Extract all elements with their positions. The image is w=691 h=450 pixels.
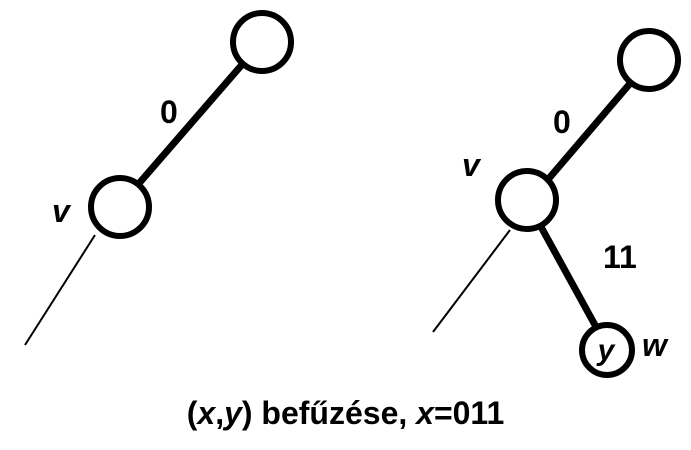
- left-node-v: [88, 175, 152, 239]
- right-node-w: [579, 322, 635, 378]
- left-edge-label: 0: [160, 94, 178, 130]
- right-node-w-label: w: [642, 327, 669, 363]
- right-node-v-label: v: [462, 147, 482, 183]
- caption-equals-value: =011: [433, 395, 505, 431]
- right-edge-label-top: 0: [553, 104, 571, 140]
- left-tree: 0 v: [24, 10, 294, 346]
- caption-comma: ,: [215, 395, 225, 431]
- left-node-v-label: v: [52, 193, 72, 229]
- right-root-node: [617, 28, 681, 92]
- right-edge-v-w: [536, 221, 599, 329]
- caption: (x,y) befűzése, x=011: [0, 395, 691, 432]
- left-edge-root-v: [131, 56, 250, 192]
- right-node-w-content: y: [596, 334, 616, 367]
- right-edge-root-v: [541, 76, 637, 187]
- caption-x2: x: [416, 395, 434, 431]
- left-root-node: [230, 10, 294, 74]
- caption-x: x: [197, 395, 216, 431]
- caption-open-paren: (: [186, 395, 198, 431]
- caption-y: y: [224, 395, 242, 431]
- right-edge-thin: [432, 229, 511, 333]
- left-edge-thin: [24, 234, 96, 346]
- right-edge-label-new: 11: [603, 239, 637, 275]
- caption-close-text: ) befűzése,: [241, 395, 417, 431]
- right-node-v: [495, 168, 559, 232]
- right-tree: 0 11 v w y: [432, 28, 681, 378]
